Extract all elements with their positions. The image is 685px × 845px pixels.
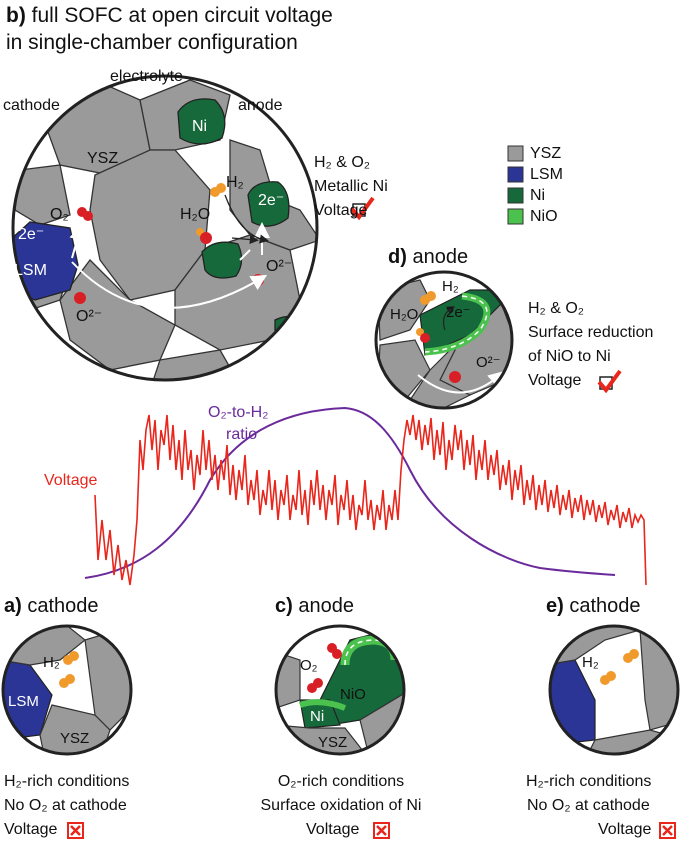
panel-c-letter: c) <box>275 595 293 617</box>
panel-c-voltage-x <box>373 822 390 839</box>
panel-d-letter: d) <box>388 246 407 268</box>
panel-e-line-3: Voltage <box>598 821 652 838</box>
panel-b-cond-3: Voltage <box>314 202 368 219</box>
panel-c-name: anode <box>298 595 354 617</box>
panel-e-voltage-x <box>659 822 676 839</box>
legend-nio: NiO <box>530 208 558 225</box>
panel-e-line-1: H₂-rich conditions <box>526 773 652 790</box>
panel-a-circle-border <box>1 624 133 756</box>
legend-swatches <box>507 145 524 225</box>
panel-d-heading: d) anode <box>388 246 468 269</box>
panel-a-line-3: Voltage <box>4 821 58 838</box>
panel-e-letter: e) <box>546 595 564 617</box>
label-2e-cathode: 2e⁻ <box>18 226 45 243</box>
chart <box>84 406 647 586</box>
panel-a-heading: a) cathode <box>4 595 99 618</box>
ratio-curve <box>84 406 616 579</box>
title-letter: b) <box>6 4 26 27</box>
panel-a-voltage-x <box>67 822 84 839</box>
panel-c-ysz: YSZ <box>318 734 348 751</box>
label-anode: anode <box>238 97 283 114</box>
panel-b-circle-border <box>11 74 319 382</box>
ratio-label-1: O₂-to-H₂ <box>208 404 269 421</box>
panel-c-o2: O₂ <box>300 657 318 674</box>
panel-d-o2minus: O²⁻ <box>476 354 501 371</box>
panel-c-nio: NiO <box>340 686 366 703</box>
panel-e-name: cathode <box>569 595 641 617</box>
panel-a-ysz: YSZ <box>60 730 90 747</box>
voltage-trace <box>94 414 647 586</box>
figure-title: b) full SOFC at open circuit voltage <box>6 4 333 28</box>
panel-d-name: anode <box>412 246 469 268</box>
legend-ysz: YSZ <box>530 145 562 162</box>
panel-d-cond-2: Surface reduction <box>528 324 654 341</box>
panel-d-2e: 2e⁻ <box>446 304 471 321</box>
label-ni: Ni <box>192 118 208 135</box>
legend-ni: Ni <box>530 187 546 204</box>
label-cathode: cathode <box>3 97 60 114</box>
panel-d-voltage-check <box>597 369 622 394</box>
panel-b-cond-1: H₂ & O₂ <box>314 154 370 171</box>
panel-a-h2: H₂ <box>43 654 60 671</box>
panel-c-line-3: Voltage <box>306 821 360 838</box>
label-h2: H₂ <box>226 174 244 191</box>
panel-c-heading: c) anode <box>275 595 354 618</box>
panel-e-line-2: No O₂ at cathode <box>527 797 650 814</box>
panel-d-cond-1: H₂ & O₂ <box>528 300 584 317</box>
label-o2minus-cathode: O²⁻ <box>76 308 103 325</box>
panel-b-circle <box>13 76 317 380</box>
panel-d-h2o: H₂O <box>390 306 419 323</box>
panel-d-circle-border <box>374 270 514 410</box>
label-o2minus-anode: O²⁻ <box>266 258 293 275</box>
panel-a-circle <box>3 626 131 754</box>
panel-a-line-1: H₂-rich conditions <box>4 773 130 790</box>
panel-a-lsm: LSM <box>8 693 39 710</box>
panel-b-cond-2: Metallic Ni <box>314 178 388 195</box>
panel-d-cond-3: of NiO to Ni <box>528 348 611 365</box>
label-ysz: YSZ <box>87 150 119 167</box>
panel-a-name: cathode <box>27 595 99 617</box>
panel-a-letter: a) <box>4 595 22 617</box>
panel-c-circle-border <box>274 624 406 756</box>
panel-e-heading: e) cathode <box>546 595 641 618</box>
ratio-label-2: ratio <box>226 426 258 443</box>
panel-c-line-1: O₂-rich conditions <box>277 773 405 790</box>
panel-c-line-2: Surface oxidation of Ni <box>260 797 422 814</box>
legend-lsm: LSM <box>530 166 563 183</box>
label-h2o: H₂O <box>180 206 211 223</box>
panel-e-circle <box>550 626 678 754</box>
panel-d-cond-4: Voltage <box>528 372 582 389</box>
label-lsm: LSM <box>14 262 47 279</box>
panel-e-h2: H₂ <box>582 654 599 671</box>
panel-d-circle <box>376 272 512 408</box>
voltage-label: Voltage <box>44 472 98 489</box>
label-electrolyte: electrolyte <box>110 68 183 85</box>
panel-c-ni: Ni <box>310 708 325 725</box>
panel-e-circle-border <box>548 624 680 756</box>
panel-d-h2: H₂ <box>442 278 459 295</box>
title-line-1: full SOFC at open circuit voltage <box>31 4 333 27</box>
panel-a-line-2: No O₂ at cathode <box>4 797 127 814</box>
label-o2: O₂ <box>50 206 69 223</box>
panel-b-voltage-check <box>350 196 375 221</box>
title-line-2: in single-chamber configuration <box>6 31 298 54</box>
label-2e-anode: 2e⁻ <box>258 192 285 209</box>
